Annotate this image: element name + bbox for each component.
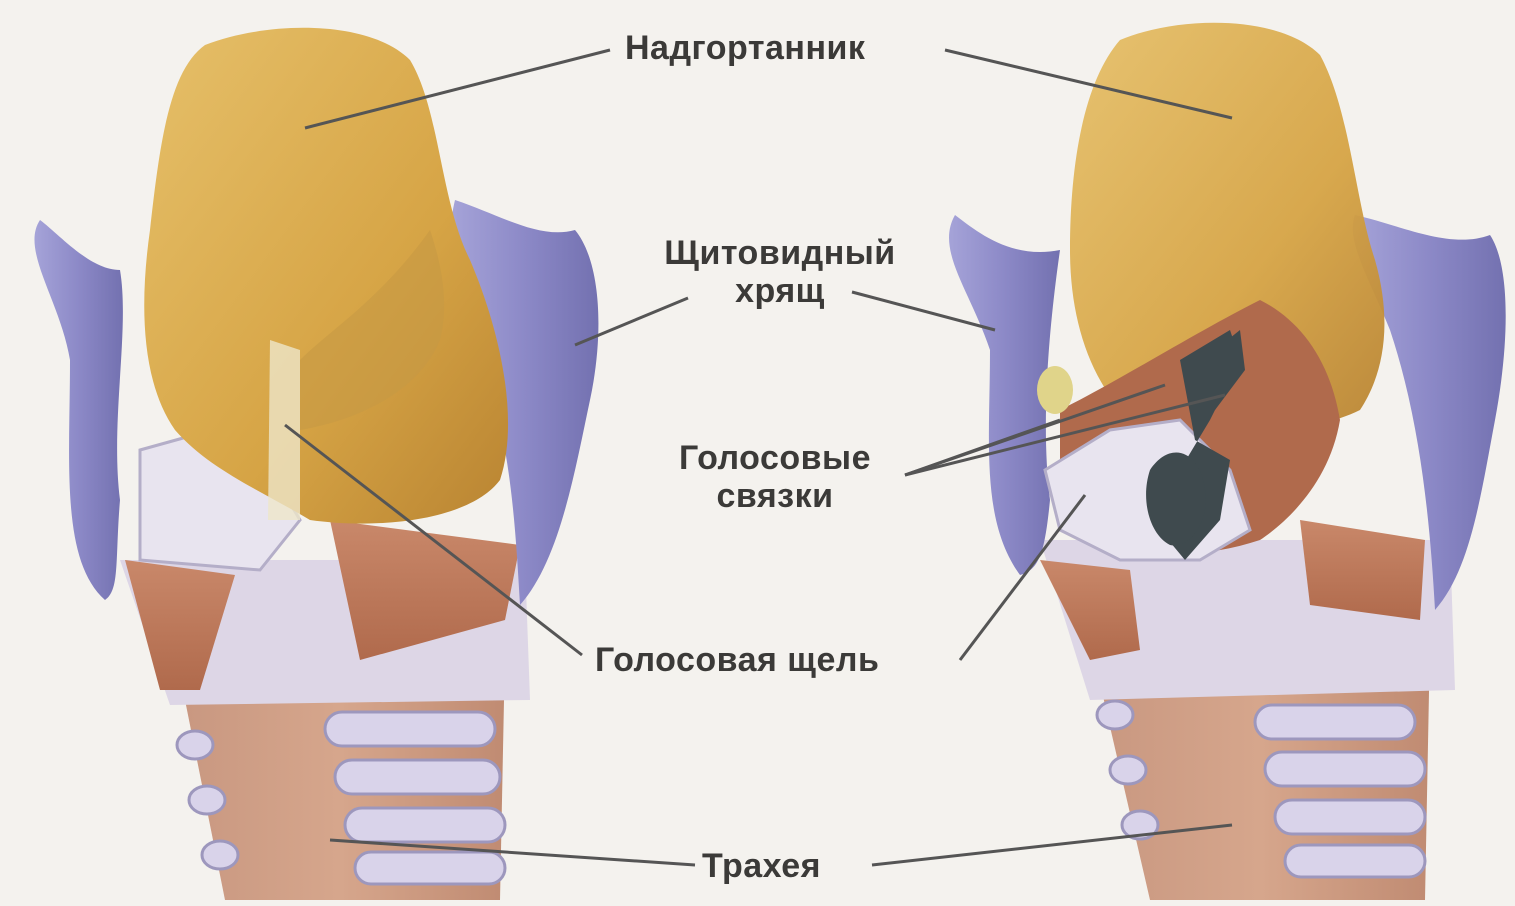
left-thyroid-left-wing [34, 220, 122, 600]
right-larynx [949, 23, 1506, 900]
thyroid-label-line2: хрящ [630, 273, 930, 309]
vocal-cords-label-line1: Голосовые [625, 440, 925, 476]
right-cuneiform [1037, 366, 1073, 414]
vocal-cords-label-line2: связки [625, 478, 925, 514]
left-larynx [34, 28, 598, 900]
right-muscle-right [1300, 520, 1425, 620]
epiglottis-label: Надгортанник [625, 30, 865, 66]
glottis-label: Голосовая щель [595, 642, 879, 678]
left-vocal-cords [268, 340, 300, 520]
trachea-label: Трахея [702, 848, 821, 884]
thyroid-label-line1: Щитовидный [630, 235, 930, 271]
left-epiglottis [144, 28, 508, 524]
right-muscle-left [1040, 560, 1140, 660]
